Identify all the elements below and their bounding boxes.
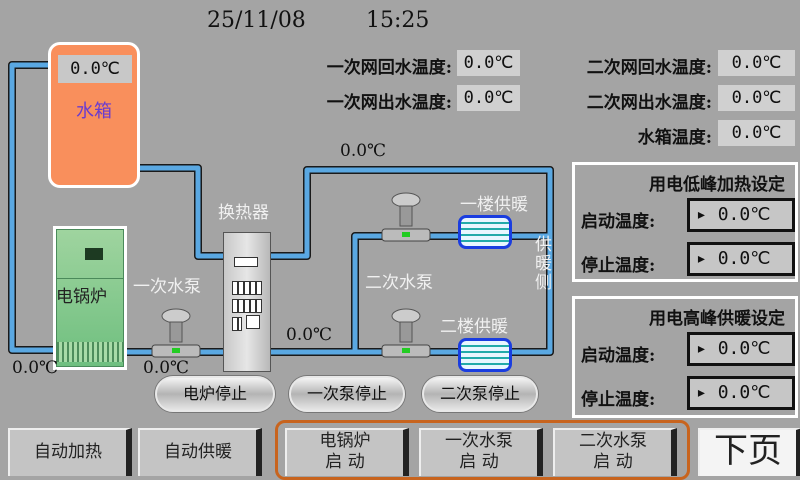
secondary-pump-stop-button[interactable]: 二次泵停止 — [422, 376, 538, 412]
auto-supply-button[interactable]: 自动供暖 — [138, 428, 262, 476]
floor1-radiator-icon — [458, 215, 512, 249]
high-peak-title: 用电高峰供暖设定 — [649, 309, 785, 329]
tank-temp-label: 水箱温度: — [637, 128, 712, 148]
low-peak-settings-panel: 用电低峰加热设定 启动温度: ▸ 0.0℃ 停止温度: ▸ 0.0℃ — [572, 162, 798, 282]
primary-supply-label: 一次网出水温度: — [326, 93, 452, 113]
floor2-radiator-icon — [458, 338, 512, 372]
heating-side-label: 供暖侧 — [531, 235, 551, 292]
primary-supply-value: 0.0℃ — [457, 85, 520, 111]
top-pipe-temp: 0.0℃ — [340, 141, 387, 161]
primary-pump-start-button[interactable]: 一次水泵启 动 — [419, 428, 543, 476]
primary-start-line2: 启 动 — [459, 452, 499, 472]
high-peak-stop-value: 0.0℃ — [717, 382, 771, 403]
heat-exchanger — [223, 232, 271, 372]
tank-temp: 0.0℃ — [58, 55, 132, 83]
mid-pipe-temp: 0.0℃ — [286, 325, 333, 345]
high-peak-settings-panel: 用电高峰供暖设定 启动温度: ▸ 0.0℃ 停止温度: ▸ 0.0℃ — [572, 296, 798, 418]
secondary-pump-start-button[interactable]: 二次水泵启 动 — [553, 428, 677, 476]
floor1-label: 一楼供暖 — [460, 195, 528, 215]
boiler-temp: 0.0℃ — [12, 358, 59, 378]
boiler-start-button[interactable]: 电锅炉启 动 — [285, 428, 409, 476]
secondary-pump-top-icon — [381, 192, 431, 242]
low-peak-title: 用电低峰加热设定 — [649, 175, 785, 195]
electric-boiler: 电锅炉 — [53, 226, 127, 370]
boiler-stop-button[interactable]: 电炉停止 — [155, 376, 275, 412]
heat-exchanger-label: 换热器 — [218, 203, 269, 223]
water-tank: 0.0℃ 水箱 — [48, 42, 140, 188]
high-peak-start-input[interactable]: ▸ 0.0℃ — [687, 332, 795, 366]
pump-outlet-temp: 0.0℃ — [143, 358, 190, 378]
time-display: 15:25 — [366, 8, 430, 33]
low-peak-stop-value: 0.0℃ — [717, 248, 771, 269]
boiler-start-line2: 启 动 — [325, 452, 365, 472]
low-peak-start-label: 启动温度: — [581, 212, 656, 232]
secondary-start-line2: 启 动 — [593, 452, 633, 472]
high-peak-start-value: 0.0℃ — [717, 338, 771, 359]
boiler-start-line1: 电锅炉 — [319, 431, 371, 451]
secondary-supply-value: 0.0℃ — [718, 85, 795, 111]
secondary-return-value: 0.0℃ — [718, 50, 795, 76]
secondary-start-line1: 二次水泵 — [579, 431, 647, 451]
primary-start-line1: 一次水泵 — [445, 431, 513, 451]
tank-label: 水箱 — [76, 101, 112, 122]
secondary-supply-label: 二次网出水温度: — [586, 93, 712, 113]
primary-return-value: 0.0℃ — [457, 50, 520, 76]
low-peak-start-input[interactable]: ▸ 0.0℃ — [687, 198, 795, 232]
secondary-pump-bottom-icon — [381, 308, 431, 358]
primary-pump-stop-button[interactable]: 一次泵停止 — [289, 376, 405, 412]
secondary-return-label: 二次网回水温度: — [586, 58, 712, 78]
tank-temp-value: 0.0℃ — [718, 120, 795, 146]
floor2-label: 二楼供暖 — [440, 317, 508, 337]
next-page-button[interactable]: 下页 — [698, 428, 800, 476]
date-display: 25/11/08 — [207, 8, 306, 33]
primary-pump-label: 一次水泵 — [133, 277, 201, 297]
high-peak-start-label: 启动温度: — [581, 346, 656, 366]
primary-pump-icon — [151, 308, 201, 358]
low-peak-stop-input[interactable]: ▸ 0.0℃ — [687, 242, 795, 276]
secondary-pump-label: 二次水泵 — [365, 273, 433, 293]
auto-heat-button[interactable]: 自动加热 — [8, 428, 132, 476]
primary-return-label: 一次网回水温度: — [326, 58, 452, 78]
high-peak-stop-input[interactable]: ▸ 0.0℃ — [687, 376, 795, 410]
low-peak-start-value: 0.0℃ — [717, 204, 771, 225]
boiler-label: 电锅炉 — [56, 287, 107, 307]
high-peak-stop-label: 停止温度: — [581, 390, 656, 410]
low-peak-stop-label: 停止温度: — [581, 256, 656, 276]
